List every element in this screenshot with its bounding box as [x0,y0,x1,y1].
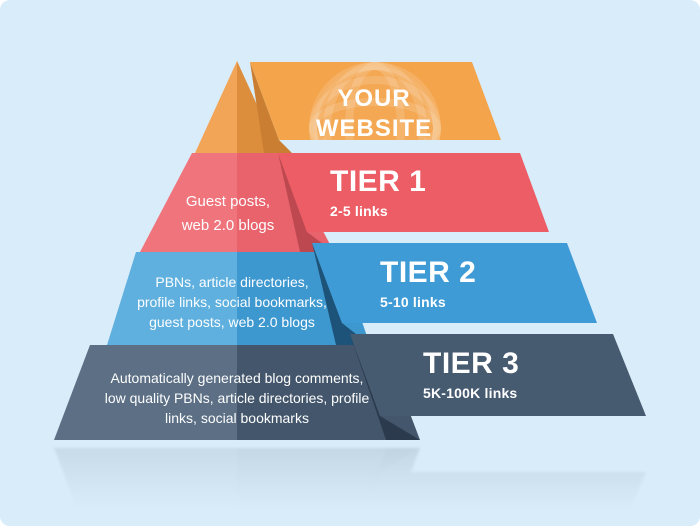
your-website-fold [250,62,292,153]
your-website-banner-shape [250,62,501,140]
your-website-face-left [195,61,237,153]
tier3-face-description: Automatically generated blog comments, l… [104,370,370,426]
your-website-label: YOUR WEBSITE [315,85,433,142]
tier2-face-left [107,252,237,345]
tier3-title: TIER 3 [423,347,520,380]
reflection-fade [0,444,700,526]
tier2-links-count: 5-10 links [380,294,446,310]
tier3-banner-text: TIER 3 5K-100K links [423,346,519,403]
tier1-banner-text: TIER 1 2-5 links [330,164,426,221]
globe-icon [309,62,441,140]
tier1-face-description: Guest posts, web 2.0 blogs [181,193,275,234]
tier3-face-left [54,345,237,440]
tier3-banner-shape [350,334,646,416]
tier2-fold [312,243,370,345]
tier2-title: TIER 2 [380,256,477,289]
tier1-links-count: 2-5 links [330,203,388,219]
tier1-title: TIER 1 [330,165,427,198]
tier2-banner-text: TIER 2 5-10 links [380,255,476,312]
tier2-banner-shape [312,243,597,323]
tier2-face-description: PBNs, article directories, profile links… [137,274,327,330]
tier1-fold [278,153,334,252]
tier3-links-count: 5K-100K links [423,385,518,401]
tier1-banner-shape [278,153,549,232]
tier1-face-left [140,153,237,252]
